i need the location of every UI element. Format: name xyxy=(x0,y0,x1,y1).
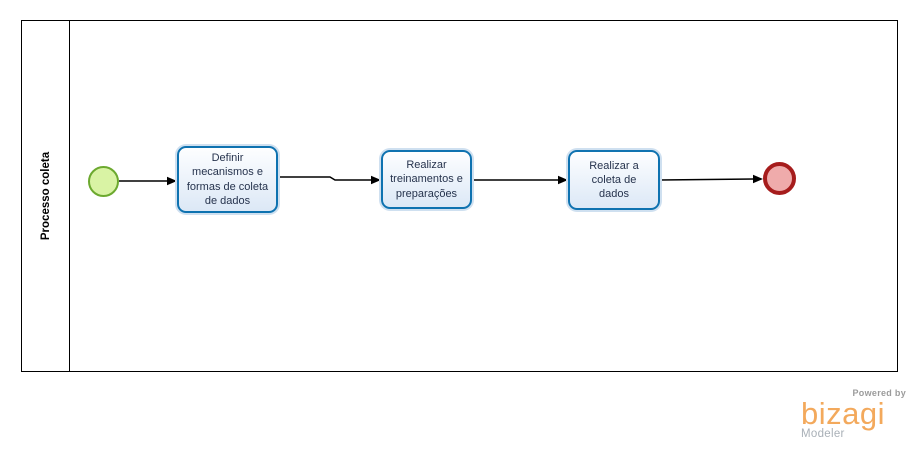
powered-by-text: Powered by xyxy=(852,388,906,398)
task-label: Realizar treinamentos e preparações xyxy=(390,159,463,200)
bizagi-branding: Powered by bizagi Modeler xyxy=(801,388,909,440)
lane-header[interactable]: Processo coleta xyxy=(22,21,70,371)
task-realizar-coleta[interactable]: Realizar a coleta de dados xyxy=(568,150,660,210)
lane-label: Processo coleta xyxy=(39,151,52,241)
start-event[interactable] xyxy=(88,166,119,197)
modeler-text: Modeler xyxy=(801,428,845,441)
end-event[interactable] xyxy=(763,162,796,195)
task-label: Definir mecanismos e formas de coleta de… xyxy=(186,151,269,207)
bizagi-logo: bizagi xyxy=(801,396,885,431)
task-definir-mecanismos[interactable]: Definir mecanismos e formas de coleta de… xyxy=(177,146,278,213)
task-label: Realizar a coleta de dados xyxy=(589,159,639,201)
task-realizar-treinamentos[interactable]: Realizar treinamentos e preparações xyxy=(381,150,472,209)
